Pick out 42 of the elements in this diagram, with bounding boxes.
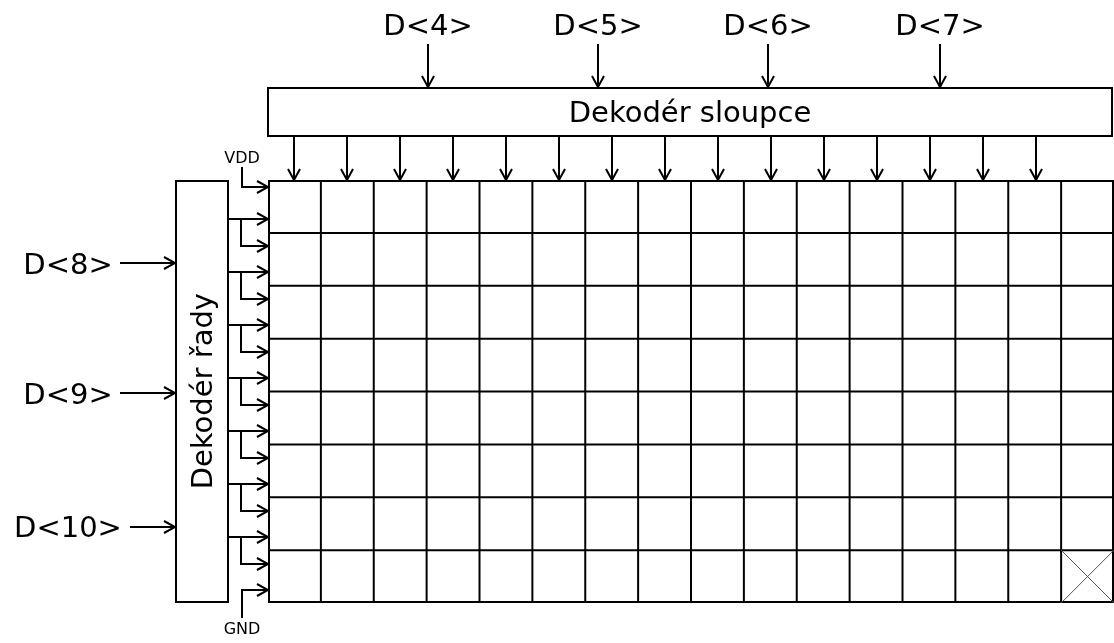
arrow — [817, 136, 831, 181]
arrow — [552, 136, 566, 181]
signal-label: D<8> — [16, 245, 120, 283]
arrow — [119, 386, 176, 400]
arrow — [976, 136, 990, 181]
arrow — [228, 324, 269, 359]
arrow — [228, 218, 269, 253]
arrow — [340, 136, 354, 181]
supply-label: VDD — [218, 147, 266, 167]
arrow — [421, 43, 435, 88]
arrow — [393, 136, 407, 181]
arrow — [228, 271, 269, 306]
arrow — [228, 483, 269, 518]
arrow — [119, 256, 176, 270]
arrow — [446, 136, 460, 181]
arrow — [499, 136, 513, 181]
arrow — [129, 520, 176, 534]
arrow — [711, 136, 725, 181]
signal-label: D<4> — [380, 6, 476, 44]
supply-label: GND — [218, 618, 266, 638]
signal-label: D<9> — [16, 375, 120, 413]
decoder-box: Dekodér řady — [175, 180, 229, 603]
arrow — [241, 166, 269, 194]
arrow — [591, 43, 605, 88]
arrow — [1029, 136, 1043, 181]
arrow — [228, 377, 269, 412]
arrow — [761, 43, 775, 88]
arrow — [228, 536, 269, 571]
arrow — [605, 136, 619, 181]
signal-label: D<7> — [892, 6, 988, 44]
arrow — [870, 136, 884, 181]
decoder-box: Dekodér sloupce — [267, 87, 1113, 137]
signal-label: D<10> — [6, 508, 130, 546]
arrow — [287, 136, 301, 181]
arrow — [228, 430, 269, 465]
arrow — [658, 136, 672, 181]
signal-label: D<6> — [720, 6, 816, 44]
arrow — [241, 583, 269, 619]
signal-label: D<5> — [550, 6, 646, 44]
arrow — [764, 136, 778, 181]
arrow — [923, 136, 937, 181]
arrow — [933, 43, 947, 88]
